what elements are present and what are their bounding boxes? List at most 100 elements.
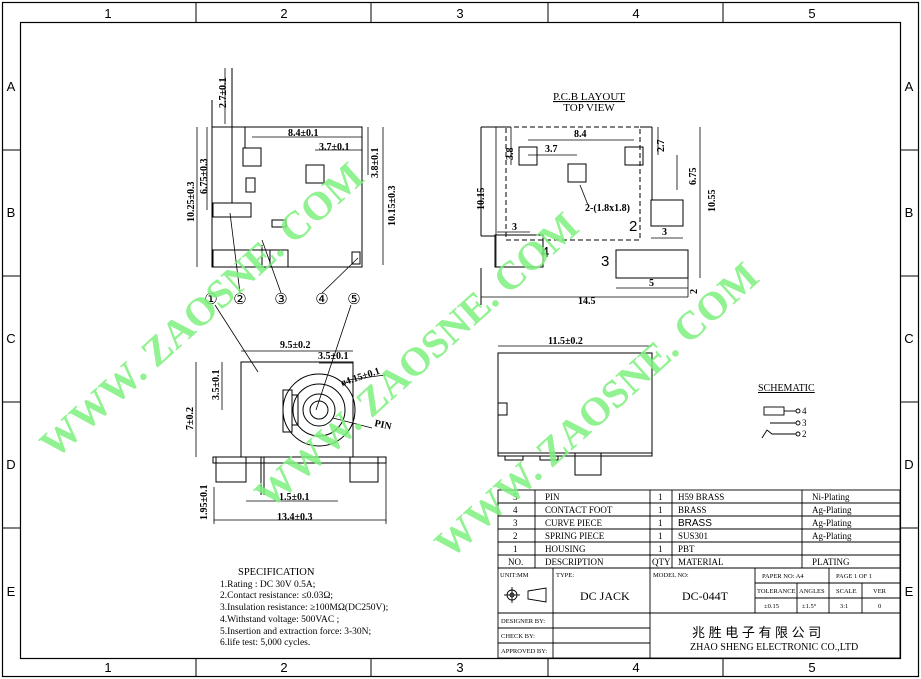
tb-model-label: MODEL NO:: [653, 572, 689, 579]
schematic-title: SCHEMATIC: [758, 383, 815, 394]
grid-col-top-1: 1: [104, 6, 111, 21]
schematic-symbol: [761, 406, 801, 439]
grid-col-top-2: 2: [280, 6, 287, 21]
bom-row-1-material: PBT: [678, 544, 695, 554]
tb-type-value: DC JACK: [580, 589, 630, 603]
top-dim-offset: 3.7±0.1: [319, 142, 350, 153]
callout-3: ③: [274, 292, 287, 308]
grid-col-bottom-1: 1: [104, 660, 111, 675]
bom-row-2-plating: Ag-Plating: [812, 531, 852, 541]
top-dim-right-inner: 3.8±0.1: [370, 148, 381, 179]
bom-row-1-desc: HOUSING: [545, 544, 586, 554]
bom-header-qty: QTY: [652, 557, 671, 567]
grid-row-left-e: E: [7, 584, 16, 599]
tb-tolerance-label: TOLERANCE: [757, 588, 796, 595]
top-dim-left-outer: 10.25±0.3: [186, 182, 197, 223]
bom-header-description: DESCRIPTION: [545, 557, 604, 567]
tb-approved: APPROVED BY:: [501, 648, 547, 655]
top-view-dimension-lines: [196, 68, 384, 267]
tb-scale-label: SCALE: [836, 588, 857, 595]
schematic-pin-3: 3: [802, 418, 807, 428]
front-dim-total-width: 13.4±0.3: [277, 512, 313, 523]
pcb-pin-2: 2: [629, 218, 637, 235]
front-dim-foot: 1.5±0.1: [279, 492, 310, 503]
bom-row-2-no: 2: [513, 531, 518, 541]
top-dim-height: 2.7±0.1: [218, 78, 229, 109]
top-dim-width: 8.4±0.1: [288, 128, 319, 139]
pcb-pin-4: 4: [541, 244, 549, 261]
bom-row-4-qty: 1: [658, 505, 663, 515]
tb-ver-value: 0: [878, 603, 881, 610]
grid-col-bottom-3: 3: [456, 660, 463, 675]
bom-row-5-qty: 1: [658, 492, 663, 502]
bom-header-plating: PLATING: [812, 557, 850, 567]
callout-leaders: [214, 212, 359, 411]
pcb-dim-pad3-width: 5: [649, 278, 654, 289]
pcb-dim-pad2-width: 3: [662, 227, 667, 238]
schematic-pin-4: 4: [802, 406, 807, 416]
front-dim-width: 9.5±0.2: [280, 340, 311, 351]
front-dim-center-height: 3.5±0.1: [211, 370, 222, 401]
bom-header-material: MATERIAL: [678, 557, 724, 567]
tb-designer: DESIGNER BY:: [501, 618, 545, 625]
grid-row-right-e: E: [905, 584, 914, 599]
bom-row-3-material: BRASS: [678, 518, 712, 529]
bom-row-3-qty: 1: [658, 518, 663, 528]
top-view: [211, 68, 363, 268]
pcb-dim-pad3-height: 2: [689, 289, 700, 294]
tb-company-cn: 兆 胜 电 子 有 限 公 司: [692, 625, 821, 640]
grid-row-left-c: C: [6, 331, 15, 346]
spec-line-2: 2.Contact resistance: ≤0.03Ω;: [220, 591, 333, 601]
top-dim-left-inner: 6.75±0.3: [199, 159, 210, 195]
bom-row-5-no: 5: [513, 492, 518, 502]
pcb-dim-total: 14.5: [578, 296, 596, 307]
pcb-subtitle: TOP VIEW: [563, 102, 615, 114]
grid-col-top-4: 4: [632, 6, 639, 21]
grid-col-top-3: 3: [456, 6, 463, 21]
pcb-dim-6-75: 6.75: [688, 168, 699, 186]
bom-row-5-desc: PIN: [545, 492, 560, 502]
tb-angles-value: ±1.5°: [802, 603, 817, 610]
grid-col-bottom-2: 2: [280, 660, 287, 675]
bom-table: [497, 489, 901, 569]
pcb-dim-3-7: 3.7: [545, 144, 558, 155]
bom-row-2-material: SUS301: [678, 531, 708, 541]
bom-row-5-plating: Ni-Plating: [812, 492, 850, 502]
tb-angles-label: ANGLES: [799, 588, 825, 595]
bom-row-4-plating: Ag-Plating: [812, 505, 852, 515]
grid-col-bottom-5: 5: [808, 660, 815, 675]
inner-border: [19, 21, 902, 660]
tb-page: PAGE 1 OF 1: [836, 573, 872, 580]
bom-row-2-qty: 1: [658, 531, 663, 541]
spec-line-5: 5.Insertion and extraction force: 3-30N;: [220, 626, 371, 637]
front-pin-label: PIN: [373, 418, 393, 433]
tb-model-value: DC-044T: [682, 589, 729, 603]
schematic-pin-2: 2: [802, 429, 807, 439]
front-dim-foot-height: 1.95±0.1: [199, 485, 210, 521]
pcb-dim-10-15: 10.15: [476, 188, 487, 211]
grid-row-left-b: B: [7, 205, 16, 220]
tb-paper: PAPER NO: A4: [762, 573, 804, 580]
bom-row-4-no: 4: [513, 505, 518, 515]
pcb-dim-pad-size: 2-(1.8x1.8): [585, 203, 630, 214]
side-dim-length: 11.5±0.2: [548, 336, 583, 347]
grid-col-top-5: 5: [808, 6, 815, 21]
pcb-pin-3: 3: [601, 253, 609, 270]
grid-ticks: [3, 3, 918, 676]
tb-ver-label: VER: [873, 588, 887, 595]
projection-symbol-icon: [504, 587, 547, 603]
front-view: [212, 361, 387, 495]
bom-row-3-desc: CURVE PIECE: [545, 518, 603, 528]
callout-4: ④: [315, 292, 328, 308]
tb-check: CHECK BY:: [501, 633, 535, 640]
grid-row-left-a: A: [7, 79, 16, 94]
tb-unit: UNIT:MM: [500, 572, 529, 579]
grid-row-right-d: D: [904, 457, 913, 472]
pcb-dim-8-4: 8.4: [574, 129, 587, 140]
grid-row-right-b: B: [905, 205, 914, 220]
spec-line-1: 1.Rating : DC 30V 0.5A;: [220, 580, 315, 590]
front-view-dimension-lines: [195, 350, 387, 524]
pcb-layout: [480, 126, 689, 305]
